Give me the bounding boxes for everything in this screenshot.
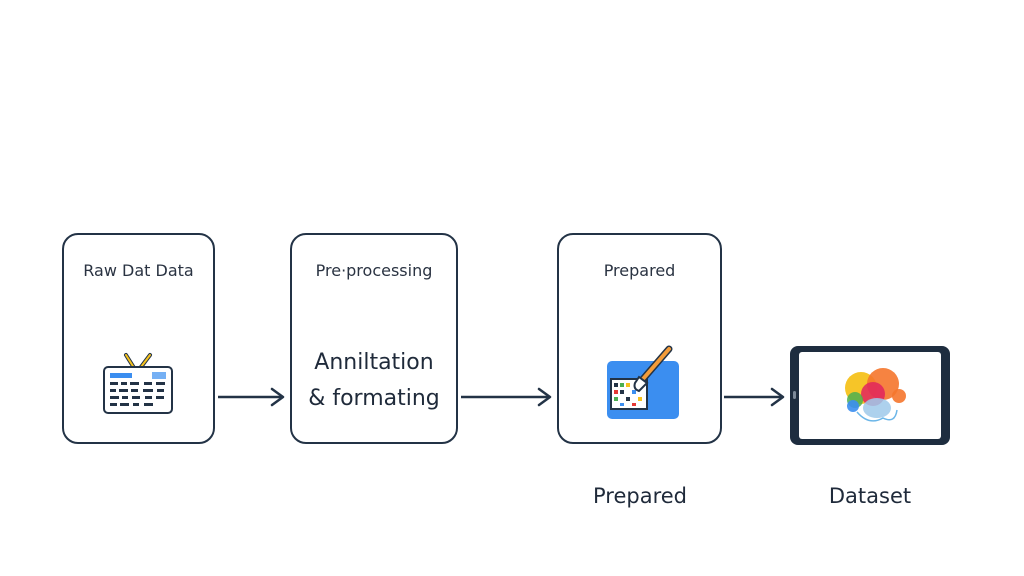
raw-data-box: Raw Dat Data bbox=[62, 233, 215, 444]
prepared-title: Prepared bbox=[603, 261, 676, 280]
tablet-button bbox=[793, 391, 796, 399]
arrow-1 bbox=[218, 387, 285, 407]
image-edit-icon bbox=[607, 345, 679, 419]
colorful-blob-icon bbox=[845, 368, 906, 422]
preprocessing-box: Pre·processing Anniltation & formating bbox=[290, 233, 458, 444]
arrow-3 bbox=[724, 387, 785, 407]
arrow-2 bbox=[461, 387, 552, 407]
prepared-box: Prepared bbox=[557, 233, 722, 444]
tablet-device bbox=[790, 346, 950, 445]
caption-prepared: Prepared bbox=[592, 484, 687, 508]
formatting-label: & formating bbox=[308, 386, 440, 411]
id-card-icon bbox=[103, 353, 173, 414]
tablet-screen bbox=[799, 352, 941, 439]
raw-data-title: Raw Dat Data bbox=[83, 261, 194, 280]
preprocessing-title: Pre·processing bbox=[315, 261, 433, 280]
caption-dataset: Dataset bbox=[828, 484, 912, 508]
annotation-label: Anniltation bbox=[314, 350, 434, 375]
